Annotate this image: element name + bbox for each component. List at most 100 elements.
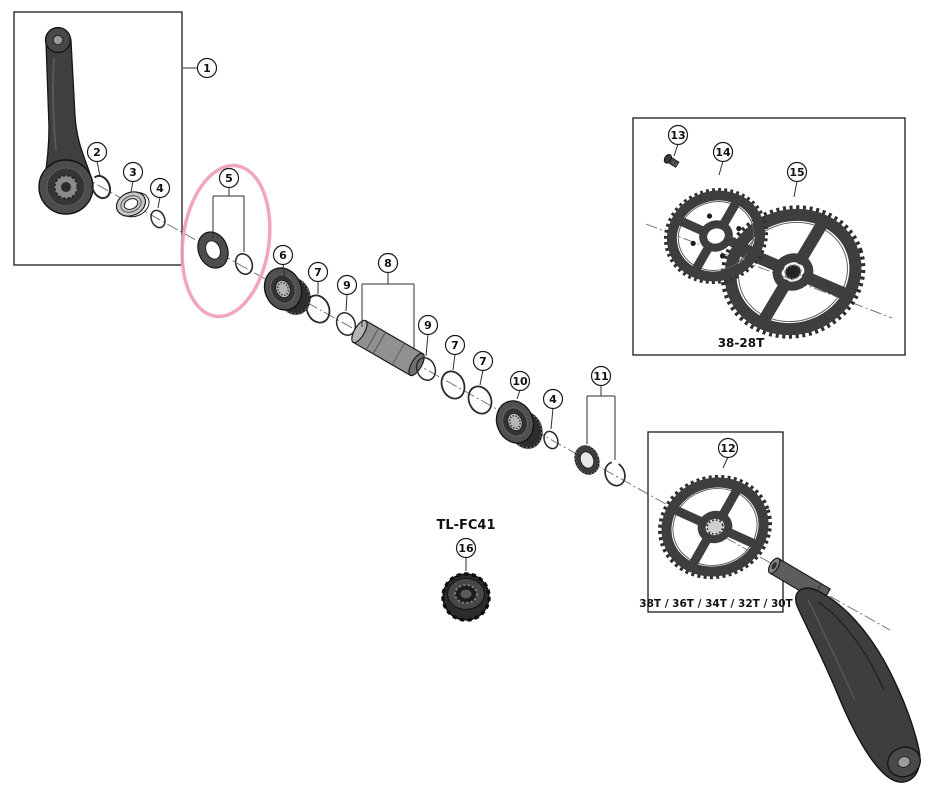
chainring-bolt <box>663 154 680 168</box>
crank-arm-body <box>795 587 921 783</box>
leader-6 <box>282 263 286 280</box>
o-ring-large-2 <box>440 370 466 400</box>
leader-4b <box>550 407 554 430</box>
leader-11-bracket <box>586 385 616 460</box>
callout-5-number: 5 <box>225 172 233 185</box>
leader-9b <box>425 333 429 357</box>
frames <box>13 11 906 613</box>
callout-11: 11 <box>590 365 612 387</box>
callout-9a-number: 9 <box>343 279 351 292</box>
inner-chainring <box>663 187 769 285</box>
main-axis-line <box>79 174 891 631</box>
leader-2 <box>96 160 101 177</box>
leader-5-bracket <box>212 187 245 252</box>
crank-arm-edge <box>817 601 885 691</box>
callout-9b: 9 <box>417 314 439 336</box>
callout-4b-number: 4 <box>549 393 557 406</box>
callout-4a-number: 4 <box>156 182 164 195</box>
callout-6: 6 <box>272 244 294 266</box>
callout-16: 16 <box>455 537 477 559</box>
spindle-center-hole <box>61 182 71 192</box>
washer-part-5 <box>197 231 229 269</box>
leader-4a <box>157 196 161 209</box>
callout-1: 1 <box>196 57 218 79</box>
leader-7c <box>479 369 484 386</box>
callout-8: 8 <box>377 252 399 274</box>
axle-parts <box>90 174 626 487</box>
callout-2-number: 2 <box>93 146 101 159</box>
spacer-part-11 <box>574 445 600 475</box>
text-labels: TL-FC41 38-28T 38T / 36T / 34T / 32T / 3… <box>436 336 793 610</box>
leader-15 <box>793 180 798 198</box>
circlip-part-11 <box>604 461 626 487</box>
center-axes <box>79 174 893 631</box>
bearing-cover-left <box>115 191 150 218</box>
o-ring-small-right <box>543 430 559 450</box>
callout-14: 14 <box>712 141 734 163</box>
o-ring-medium-1 <box>335 312 357 336</box>
callout-10: 10 <box>509 370 531 392</box>
callout-3: 3 <box>122 161 144 183</box>
callout-10-number: 10 <box>512 375 528 388</box>
pedal-hole <box>52 34 64 46</box>
callout-13-number: 13 <box>670 129 685 142</box>
right-crank-arm <box>767 557 921 783</box>
o-ring-small-left <box>150 209 166 229</box>
callout-12: 12 <box>717 437 739 459</box>
ring-part-5 <box>234 253 254 275</box>
callout-7b: 7 <box>444 334 466 356</box>
chainring-pair-teeth-label: 38-28T <box>718 336 765 350</box>
callout-7a: 7 <box>307 261 329 283</box>
leader-9a <box>345 293 348 312</box>
tool-model-label: TL-FC41 <box>436 518 495 533</box>
callout-9b-number: 9 <box>424 319 432 332</box>
highlight-ellipse <box>180 163 272 319</box>
o-ring-large-3 <box>467 385 493 415</box>
chainring-pair <box>663 154 866 339</box>
callout-7b-number: 7 <box>451 339 459 352</box>
callout-9a: 9 <box>336 274 358 296</box>
callout-6-number: 6 <box>279 249 287 262</box>
callout-1-number: 1 <box>203 62 211 75</box>
callout-3-number: 3 <box>129 166 137 179</box>
callout-16-number: 16 <box>458 542 474 555</box>
snap-ring <box>90 174 112 200</box>
leader-7b <box>452 353 456 371</box>
crank-arm-highlight <box>51 57 57 151</box>
callout-13: 13 <box>667 124 689 146</box>
callout-14-number: 14 <box>715 146 731 159</box>
leader-3 <box>130 180 134 193</box>
chainring-pair-frame <box>632 117 906 356</box>
lockring-tool <box>441 572 491 622</box>
bb-cup-left <box>263 267 311 316</box>
chainring-axis-line <box>645 223 893 319</box>
callout-2: 2 <box>86 141 108 163</box>
callout-7c: 7 <box>472 350 494 372</box>
callout-4a: 4 <box>149 177 171 199</box>
leader-13 <box>673 143 679 157</box>
leader-12 <box>722 456 729 469</box>
leader-14 <box>718 160 724 176</box>
inner-sleeve <box>351 319 425 377</box>
o-ring-large-1 <box>305 294 331 324</box>
leader-8-bracket <box>361 272 415 350</box>
callout-7a-number: 7 <box>314 266 322 279</box>
callout-12-number: 12 <box>720 442 735 455</box>
pink-highlight-ring <box>180 163 272 319</box>
chainring-options-label: 38T / 36T / 34T / 32T / 30T <box>639 598 793 610</box>
callout-11-number: 11 <box>593 370 608 383</box>
bb-cup-right <box>495 400 543 450</box>
single-chainring <box>658 474 772 580</box>
callout-7c-number: 7 <box>479 355 487 368</box>
leader-10 <box>516 389 521 400</box>
callouts: 1 2 3 4 5 6 7 9 8 9 7 7 <box>86 57 808 559</box>
left-crank-arm <box>38 26 94 215</box>
single-chainring-frame <box>647 431 784 613</box>
left-crank-frame <box>13 11 183 266</box>
leader-lines <box>96 67 798 571</box>
callout-15: 15 <box>786 161 808 183</box>
callout-4b: 4 <box>542 388 564 410</box>
pedal-boss <box>887 746 921 778</box>
